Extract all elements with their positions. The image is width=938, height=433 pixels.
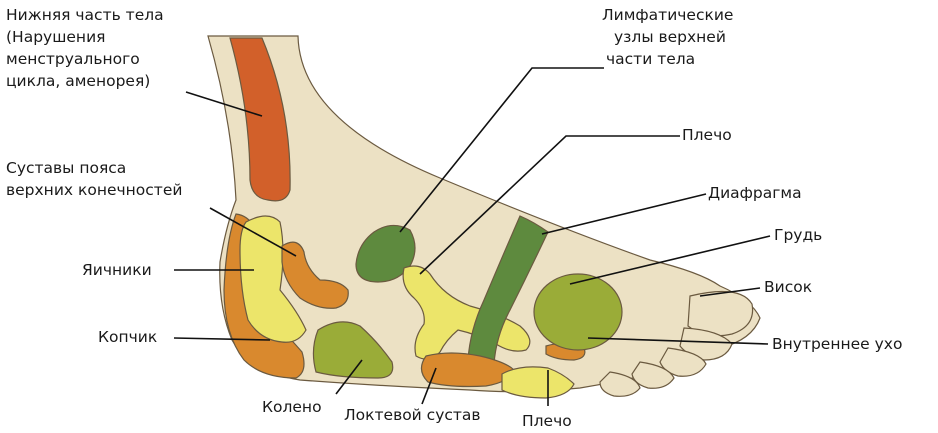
label-knee: Колено — [262, 398, 322, 416]
label-lymph: Лимфатические узлы верхней части тела — [602, 6, 738, 68]
label-temple: Висок — [764, 278, 812, 296]
label-coccyx: Копчик — [98, 328, 157, 346]
label-shoulder-bottom: Плечо — [522, 412, 572, 430]
label-shoulder-girdle: Суставы пояса верхних конечностей — [6, 159, 182, 199]
label-elbow: Локтевой сустав — [344, 406, 481, 424]
label-shoulder-top: Плечо — [682, 126, 732, 144]
leader-diaphragm — [542, 194, 706, 234]
label-diaphragm: Диафрагма — [708, 184, 802, 202]
label-lower-body: Нижняя часть тела (Нарушения менструальн… — [6, 6, 169, 90]
label-chest: Грудь — [774, 226, 822, 244]
label-inner-ear: Внутреннее ухо — [772, 335, 902, 353]
label-ovaries: Яичники — [82, 261, 152, 279]
